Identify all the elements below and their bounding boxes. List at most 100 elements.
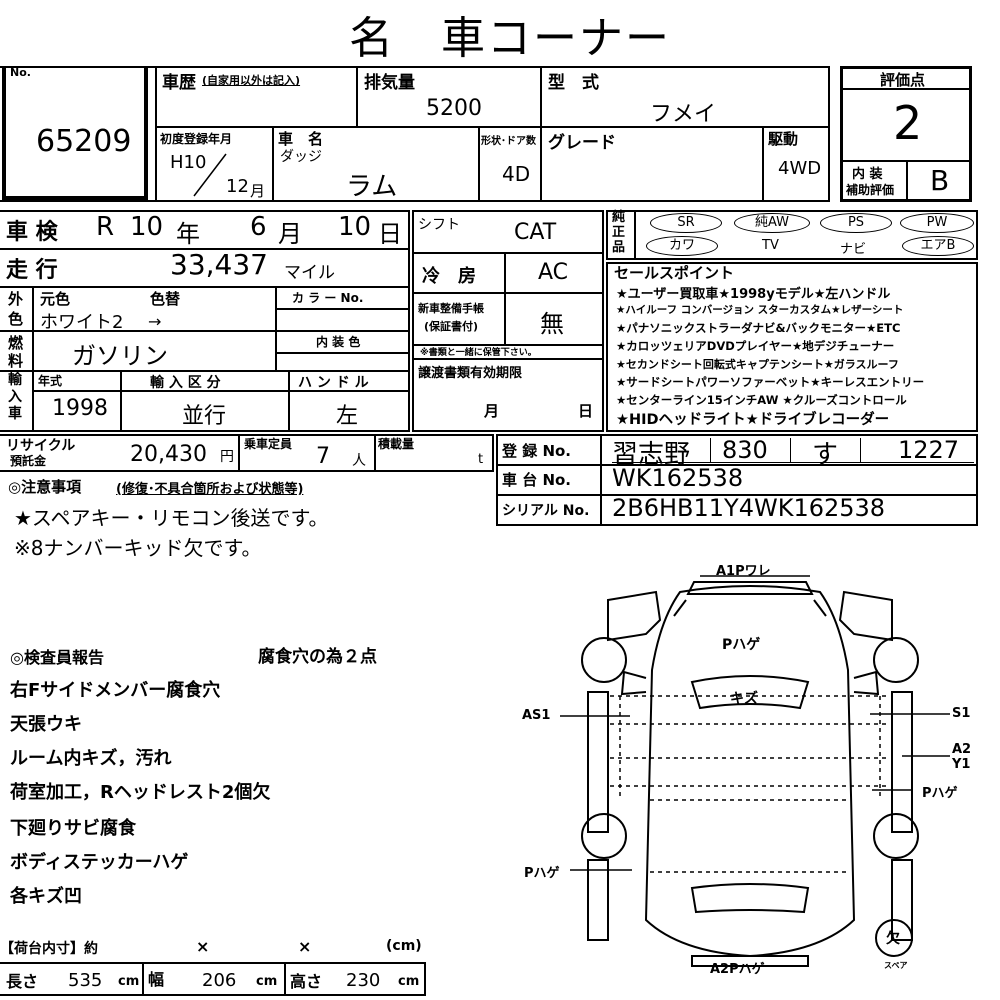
reg-number: 1227 — [898, 436, 960, 464]
spec-table — [0, 210, 410, 432]
diagram-right-label-3: Y1 — [952, 757, 971, 772]
import-category-value: 並行 — [182, 404, 227, 429]
history-note: (自家用以外は記入) — [202, 74, 301, 87]
inspector-line: 右Fサイドメンバー腐食穴 — [10, 680, 221, 701]
chassis-label: 車 台 No. — [502, 471, 572, 489]
car-name-label: 車 名 — [278, 130, 324, 148]
cargo-x1: × — [196, 937, 210, 956]
sales-point-line: ★セカンドシート回転式キャプテンシート★ガラスルーフ — [616, 358, 899, 371]
spare-symbol: 欠 — [886, 931, 900, 947]
load-label: 積載量 — [378, 437, 415, 451]
color-side-2: 色 — [8, 310, 24, 328]
diagram-right-label-4: Pハゲ — [922, 786, 958, 801]
sales-point-line: ★センターライン15インチAW ★クルーズコントロール — [616, 393, 907, 407]
recycle-unit: 円 — [220, 449, 234, 465]
reg-class: 830 — [722, 436, 768, 464]
recycle-value: 20,430 — [130, 442, 207, 467]
reg-label: 登 録 No. — [502, 442, 572, 460]
sales-point-line: ★サードシートパワーソファーベット★キーレスエントリー — [616, 375, 925, 389]
sales-points-label: セールスポイント — [614, 264, 735, 282]
shift-label: シフト — [418, 217, 460, 233]
fuel-side-2: 料 — [8, 352, 24, 370]
note-line: ※8ナンバーキッド欠です。 — [14, 536, 262, 560]
maintenance-value: 無 — [540, 310, 564, 338]
notes-title-sub: (修復･不具合箇所および状態等) — [116, 482, 304, 497]
recycle-label-1: リサイクル — [6, 438, 76, 454]
first-reg-month: 12 — [226, 176, 249, 197]
spare-label: スペア — [884, 961, 908, 970]
first-reg-year: H10 — [170, 152, 207, 173]
sales-point-line: ★カロッツェリアDVDプレイヤー★地デジチューナー — [616, 339, 895, 353]
drive-label: 駆動 — [768, 130, 799, 148]
height-cm: cm — [398, 974, 420, 989]
first-reg-month-unit: 月 — [250, 182, 266, 200]
slash-divider — [193, 153, 227, 197]
color-side-1: 外 — [8, 290, 24, 308]
load-unit: t — [478, 452, 484, 467]
serial-value: 2B6HB11Y4WK162538 — [612, 494, 886, 522]
rating-value: 2 — [893, 96, 923, 150]
length-value: 535 — [68, 970, 103, 991]
color-arrow: → — [148, 312, 162, 331]
width-value: 206 — [202, 970, 237, 991]
header-frame — [0, 66, 830, 202]
transfer-label: 譲渡書類有効期限 — [418, 366, 523, 381]
import-year-value: 1998 — [52, 396, 108, 421]
inspector-line: 荷室加工，Rヘッドレスト2個欠 — [10, 782, 271, 803]
no-box — [2, 66, 148, 200]
inspection-month-unit: 月 — [278, 220, 302, 248]
car-maker: ダッジ — [280, 149, 322, 165]
diagram-roof-label: Pハゲ — [722, 637, 761, 653]
height-value: 230 — [346, 970, 381, 991]
notes-title: ◎注意事項 — [8, 478, 82, 496]
reg-kana: す — [812, 440, 839, 470]
transfer-month-unit: 月 — [484, 402, 500, 420]
rating-label: 評価点 — [880, 71, 926, 89]
equip-airbag: エアB — [902, 236, 974, 256]
original-color-value: ホワイト2 — [40, 312, 124, 333]
shift-value: CAT — [514, 220, 557, 245]
width-label: 幅 — [148, 970, 165, 989]
car-name: ラム — [346, 172, 398, 202]
mileage-unit: マイル — [284, 263, 335, 283]
diagram-right-label-2: A2 — [952, 742, 972, 757]
mileage-label: 走 行 — [6, 258, 58, 283]
fuel-value: ガソリン — [72, 342, 168, 370]
import-year-label: 年式 — [38, 374, 63, 388]
diagram-windshield-label: キズ — [730, 691, 758, 707]
diagram-front-label: A1Pワレ — [716, 564, 771, 579]
original-color-label: 元色 — [40, 290, 71, 308]
import-side-label: 輸入車 — [8, 372, 22, 422]
cargo-x2: × — [298, 937, 312, 956]
sales-point-line: ★パナソニックストラーダナビ&バックモニター★ETC — [616, 321, 901, 335]
ac-value: AC — [538, 260, 569, 285]
page-title: 名 車コーナー — [349, 13, 671, 64]
drive-value: 4WD — [778, 158, 822, 179]
inspector-title: ◎検査員報告 — [10, 648, 104, 667]
shape-doors-label: 形状･ドア数 — [481, 136, 536, 147]
equip-ps: PS — [820, 213, 892, 233]
displacement-value: 5200 — [426, 96, 482, 121]
equip-navi: ナビ — [840, 242, 867, 257]
transfer-day-unit: 日 — [578, 402, 594, 420]
maintenance-note: ※書類と一緒に保管下さい。 — [420, 348, 537, 358]
import-category-label: 輸 入 区 分 — [150, 375, 221, 391]
color-no-label: カ ラ ー No. — [292, 291, 364, 305]
registration-box — [496, 434, 978, 526]
inspection-year-unit: 年 — [176, 220, 200, 248]
inspection-year: 10 — [130, 212, 164, 242]
diagram-right-label-1: S1 — [952, 706, 971, 721]
inspector-summary: 腐食穴の為２点 — [258, 647, 377, 667]
mileage-value: 33,437 — [170, 248, 268, 281]
fuel-side-1: 燃 — [8, 334, 24, 352]
import-handle-value: 左 — [336, 404, 359, 429]
car-diagram — [560, 575, 950, 967]
sales-point-line: ★HIDヘッドライト★ドライブレコーダー — [616, 412, 890, 428]
height-label: 高さ — [290, 972, 323, 991]
equip-tv: TV — [762, 238, 779, 253]
interior-label-1: 内 装 — [852, 167, 883, 182]
equip-sr: SR — [650, 213, 722, 233]
model-type-label: 型 式 — [548, 73, 599, 93]
interior-color-label: 内 装 色 — [316, 335, 361, 349]
sales-points-box — [606, 262, 978, 432]
